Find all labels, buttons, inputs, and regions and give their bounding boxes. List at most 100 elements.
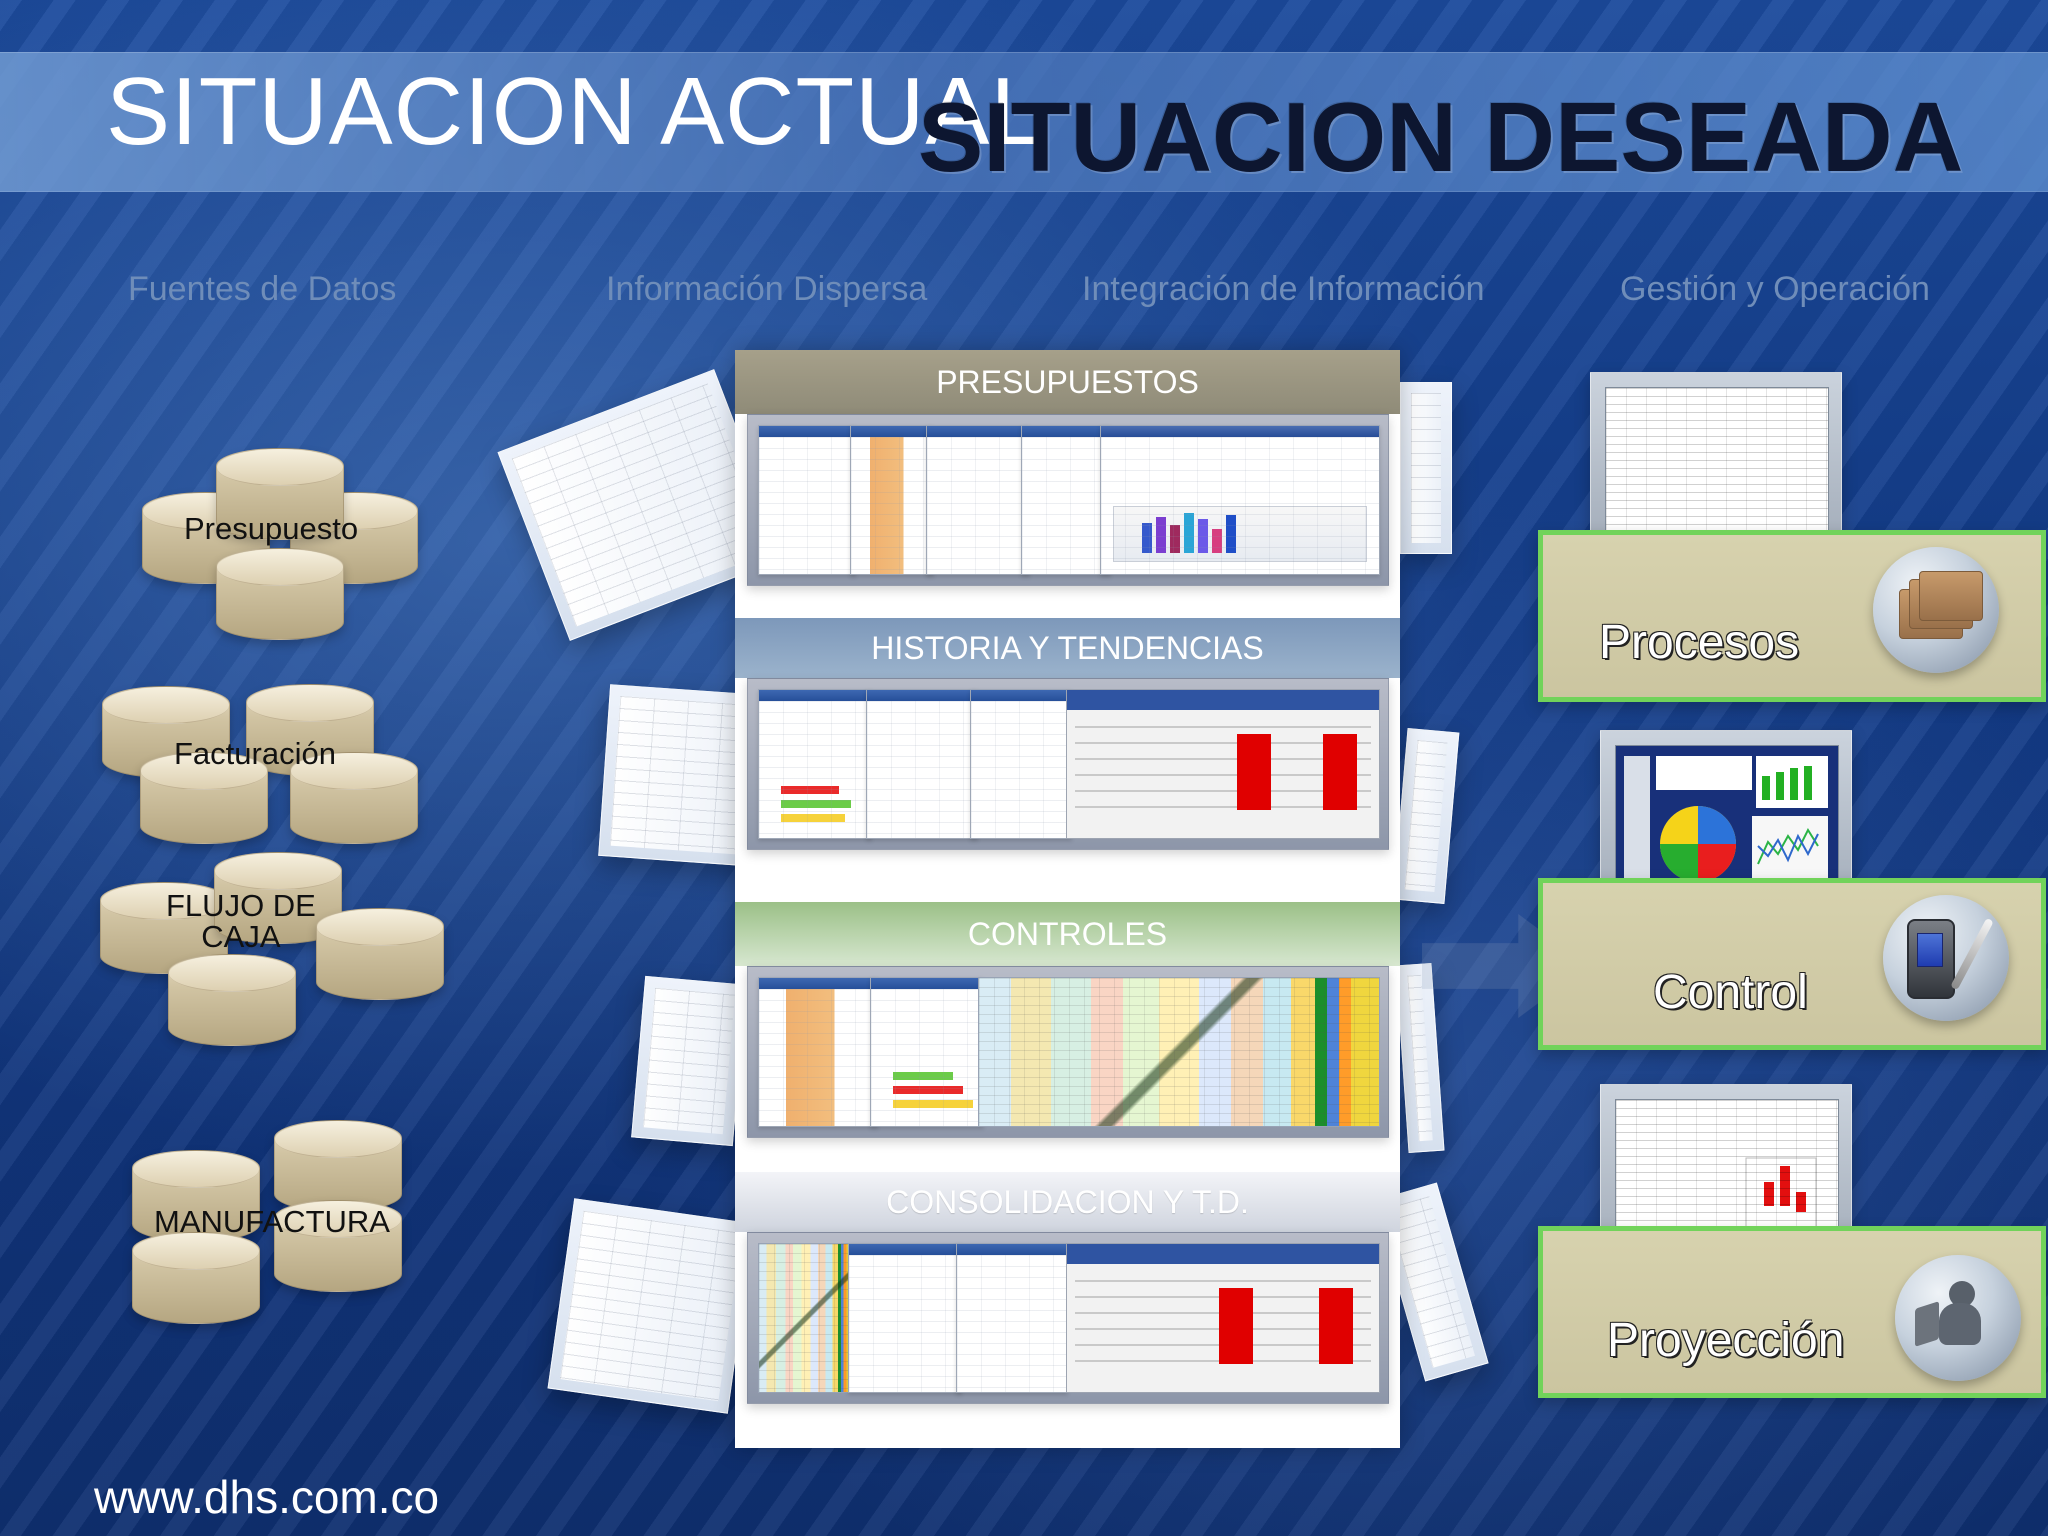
column-label-fuentes: Fuentes de Datos	[128, 270, 397, 308]
column-label-dispersa: Información Dispersa	[606, 270, 928, 308]
tariff-table-window	[1066, 1243, 1380, 1393]
database-icon	[274, 1200, 402, 1292]
chart-bar	[1776, 772, 1784, 800]
database-cluster-facturacion: Facturación	[102, 670, 422, 900]
spreadsheet-window	[850, 425, 934, 575]
chart-bar	[893, 1100, 973, 1108]
database-cluster-presupuesto: Presupuesto	[140, 444, 460, 674]
title-band	[0, 52, 2048, 192]
dashboard-table	[1656, 756, 1752, 790]
preview-controles	[747, 966, 1389, 1138]
chart-bar	[1142, 523, 1152, 553]
chart-bar	[781, 814, 845, 822]
database-icon	[274, 1120, 402, 1212]
title-situacion-actual: SITUACION ACTUAL	[106, 58, 1045, 165]
head-icon	[1949, 1281, 1975, 1307]
report-screen	[1605, 387, 1829, 545]
database-icon	[132, 1232, 260, 1324]
website-url[interactable]: www.dhs.com.co	[94, 1471, 440, 1523]
table-header	[1067, 690, 1379, 710]
folder-icon	[1899, 571, 1983, 639]
database-icon	[290, 752, 418, 844]
highlight-column	[1319, 1288, 1353, 1364]
section-controles: CONTROLES	[735, 902, 1400, 966]
source-label-flujo-caja: FLUJO DE CAJA	[166, 888, 316, 954]
column-label-integracion: Integración de Información	[1082, 270, 1485, 308]
chart-bar	[1198, 519, 1208, 553]
table-rule	[1075, 742, 1371, 744]
spreadsheet-window	[866, 689, 978, 839]
sales-chart	[1745, 1157, 1817, 1229]
pie-slice	[1698, 844, 1736, 882]
card-label-control: Control	[1653, 966, 1808, 1019]
database-cluster-flujo-caja: FLUJO DE CAJA	[96, 850, 444, 1080]
scattered-report	[547, 1198, 755, 1414]
source-label-presupuesto: Presupuesto	[184, 511, 359, 546]
table-rule	[1075, 1280, 1371, 1282]
body-icon	[1939, 1303, 1981, 1345]
database-cluster-manufactura: MANUFACTURA	[126, 1112, 446, 1342]
pda-icon	[1907, 919, 1955, 999]
spreadsheet-window	[758, 425, 856, 575]
spreadsheet-window	[1021, 425, 1111, 575]
table-rule	[1075, 806, 1371, 808]
report-lines	[1606, 388, 1828, 544]
chart-bar	[1796, 1192, 1806, 1212]
chart-bar	[781, 786, 839, 794]
highlight-column	[1219, 1288, 1253, 1364]
highlight-column	[1237, 734, 1271, 810]
database-icon	[216, 548, 344, 640]
table-rule	[1075, 774, 1371, 776]
preview-consolidacion	[747, 1232, 1389, 1404]
spreadsheet-window	[848, 1243, 962, 1393]
scattered-report	[631, 975, 747, 1147]
spreadsheet-window	[970, 689, 1072, 839]
database-icon	[216, 448, 344, 540]
tariff-table-window	[1066, 689, 1380, 839]
database-icon	[140, 752, 268, 844]
dashboard-sidebar	[1624, 756, 1650, 888]
pie-slice	[1698, 806, 1736, 844]
spreadsheet-window	[758, 689, 872, 839]
title-situacion-deseada: SITUACION DESEADA	[918, 82, 1964, 192]
column-label-gestion: Gestión y Operación	[1620, 270, 1930, 308]
preview-presupuestos	[747, 414, 1389, 586]
bar-chart	[1113, 506, 1367, 562]
card-label-proyeccion: Proyección	[1607, 1314, 1845, 1367]
spreadsheet-window	[926, 425, 1030, 575]
chart-line	[1757, 827, 1819, 865]
scattered-report	[1395, 962, 1445, 1154]
section-consolidacion: CONSOLIDACION Y T.D.	[735, 1172, 1400, 1232]
chart-bar	[893, 1072, 953, 1080]
chart-line	[1757, 833, 1819, 863]
chart-bar	[1790, 768, 1798, 800]
spreadsheet-window	[956, 1243, 1068, 1393]
card-proyeccion: Proyección	[1538, 1226, 2046, 1398]
chart-bar	[1212, 529, 1222, 553]
user-icon	[1915, 1275, 1995, 1357]
database-icon	[316, 908, 444, 1000]
chart-bar	[1156, 517, 1166, 553]
chart-bar	[1184, 513, 1194, 553]
table-header	[1067, 1244, 1379, 1264]
integration-panel: PRESUPUESTOS HISTORIA Y TENDENCIAS	[735, 350, 1400, 1448]
chart-bar	[1226, 515, 1236, 553]
table-rule	[1075, 758, 1371, 760]
chart-bar	[1170, 525, 1180, 553]
card-control: Control	[1538, 878, 2046, 1050]
spreadsheet-window	[758, 977, 878, 1127]
card-label-procesos: Procesos	[1599, 616, 1800, 669]
scattered-report	[1400, 382, 1452, 554]
chart-bar	[1780, 1166, 1790, 1206]
database-icon	[132, 1150, 260, 1242]
chart-bar	[1764, 1182, 1774, 1206]
chart-bar	[1762, 776, 1770, 800]
dashboard-chart	[1616, 746, 1836, 900]
spreadsheet-window	[870, 977, 984, 1127]
database-icon	[168, 954, 296, 1046]
card-procesos: Procesos	[1538, 530, 2046, 702]
table-rule	[1075, 726, 1371, 728]
highlight-column	[1323, 734, 1357, 810]
section-presupuestos: PRESUPUESTOS	[735, 350, 1400, 414]
database-icon	[214, 852, 342, 944]
